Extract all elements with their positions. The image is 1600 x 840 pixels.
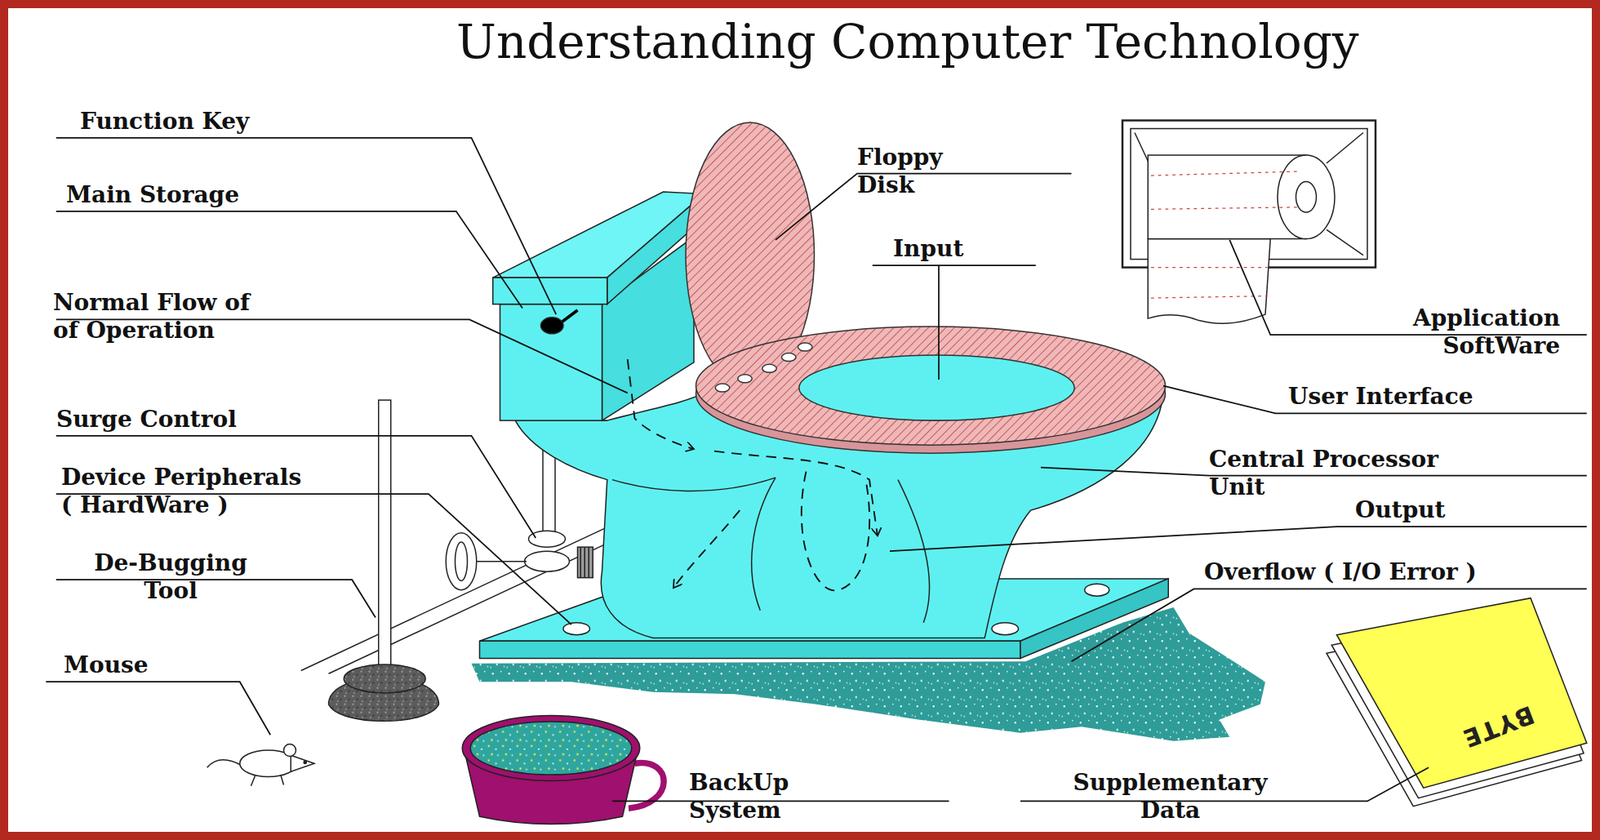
supply-pipe <box>455 542 468 582</box>
seat-ring <box>737 374 753 383</box>
callout-label: Surge Control <box>56 405 239 434</box>
mouse-drawing <box>284 743 297 756</box>
toilet-base <box>1084 583 1110 596</box>
flow-arrows <box>673 510 740 588</box>
callout-label: BackUp System <box>688 768 889 825</box>
leader-lines <box>56 435 537 538</box>
bucket <box>470 721 632 775</box>
flow-arrows <box>627 359 694 449</box>
callout-label: Overflow ( I/O Error ) <box>1204 558 1479 587</box>
supply-pipe <box>580 546 583 578</box>
toilet-paper <box>1296 182 1317 214</box>
bucket <box>462 715 640 781</box>
supply-pipe <box>471 560 528 563</box>
toilet-tank <box>561 310 578 323</box>
mouse-drawing <box>303 760 307 764</box>
leader-lines <box>872 265 1036 380</box>
callout-label: Main Storage <box>66 181 241 209</box>
seat-ring <box>696 326 1166 445</box>
callout-label: Device Peripherals ( HardWare ) <box>61 463 303 520</box>
toilet-paper <box>1151 266 1268 268</box>
supply-pipe <box>577 546 594 578</box>
callout-label: Input <box>893 235 966 263</box>
flow-arrows <box>801 471 870 592</box>
plunger <box>378 400 392 668</box>
supply-pipe <box>584 546 587 578</box>
supply-pipe <box>445 533 477 591</box>
toilet-base <box>563 622 591 636</box>
callout-label: User Interface <box>1288 382 1476 411</box>
leader-lines <box>56 579 376 618</box>
mouse-drawing <box>207 760 243 768</box>
page-frame <box>8 8 1592 832</box>
toilet-tank <box>541 317 565 334</box>
callout-label: Function Key <box>80 107 252 136</box>
leader-lines <box>775 173 1072 240</box>
plunger <box>328 400 440 721</box>
callout-label: Supplementary Data <box>1039 768 1302 825</box>
seat-ring <box>782 353 797 362</box>
callout-label: Mouse <box>63 651 151 680</box>
callout-label: Application SoftWare <box>1288 304 1560 360</box>
magazine <box>1326 598 1587 807</box>
mouse-drawing <box>207 743 315 786</box>
leader-lines <box>1071 588 1587 662</box>
toilet-base <box>991 622 1019 636</box>
toilet-base <box>480 640 1022 658</box>
leader-lines <box>45 681 271 735</box>
supply-pipe <box>528 530 566 547</box>
supply-pipe <box>524 551 570 572</box>
leader-lines <box>45 137 1587 802</box>
seat-ring <box>715 383 730 392</box>
toilet-tank <box>500 304 603 422</box>
callout-label: Output <box>1355 496 1448 525</box>
mouse-drawing <box>290 755 315 772</box>
leader-lines <box>56 137 557 315</box>
magazine <box>1337 598 1587 789</box>
bucket <box>462 715 664 824</box>
plunger <box>343 664 426 694</box>
toilet-tank <box>493 191 705 421</box>
mouse-drawing <box>280 774 285 786</box>
toilet-bowl <box>612 477 776 491</box>
toilet-paper <box>1326 229 1364 255</box>
callout-label: De-Bugging Tool <box>63 549 278 605</box>
toilet-paper <box>1122 120 1376 325</box>
callout-label: Normal Flow of of Operation <box>53 288 267 345</box>
seat-ring <box>762 364 778 373</box>
toilet-paper <box>1151 296 1268 299</box>
toilet-base <box>1020 578 1169 659</box>
toilet-paper <box>1151 207 1298 210</box>
diagram-title: Understanding Computer Technology <box>456 14 1360 69</box>
toilet-bowl <box>751 477 776 611</box>
supply-pipe <box>588 546 591 578</box>
seat-ring <box>798 342 814 352</box>
leader-lines <box>889 526 1587 552</box>
toilet-paper <box>1277 155 1335 240</box>
mouse-drawing <box>251 775 256 787</box>
toilet-paper <box>1151 171 1298 298</box>
callout-label: Central Processor Unit <box>1208 445 1503 502</box>
flow-arrows <box>714 451 878 537</box>
toilet-paper <box>1134 133 1150 165</box>
callout-label: Floppy Disk <box>857 143 1008 200</box>
toilet-paper <box>1147 239 1271 325</box>
toilet-paper <box>1326 133 1364 165</box>
seat-ring <box>799 355 1076 421</box>
seat-ring <box>696 326 1166 454</box>
toilet-paper <box>1151 171 1298 176</box>
